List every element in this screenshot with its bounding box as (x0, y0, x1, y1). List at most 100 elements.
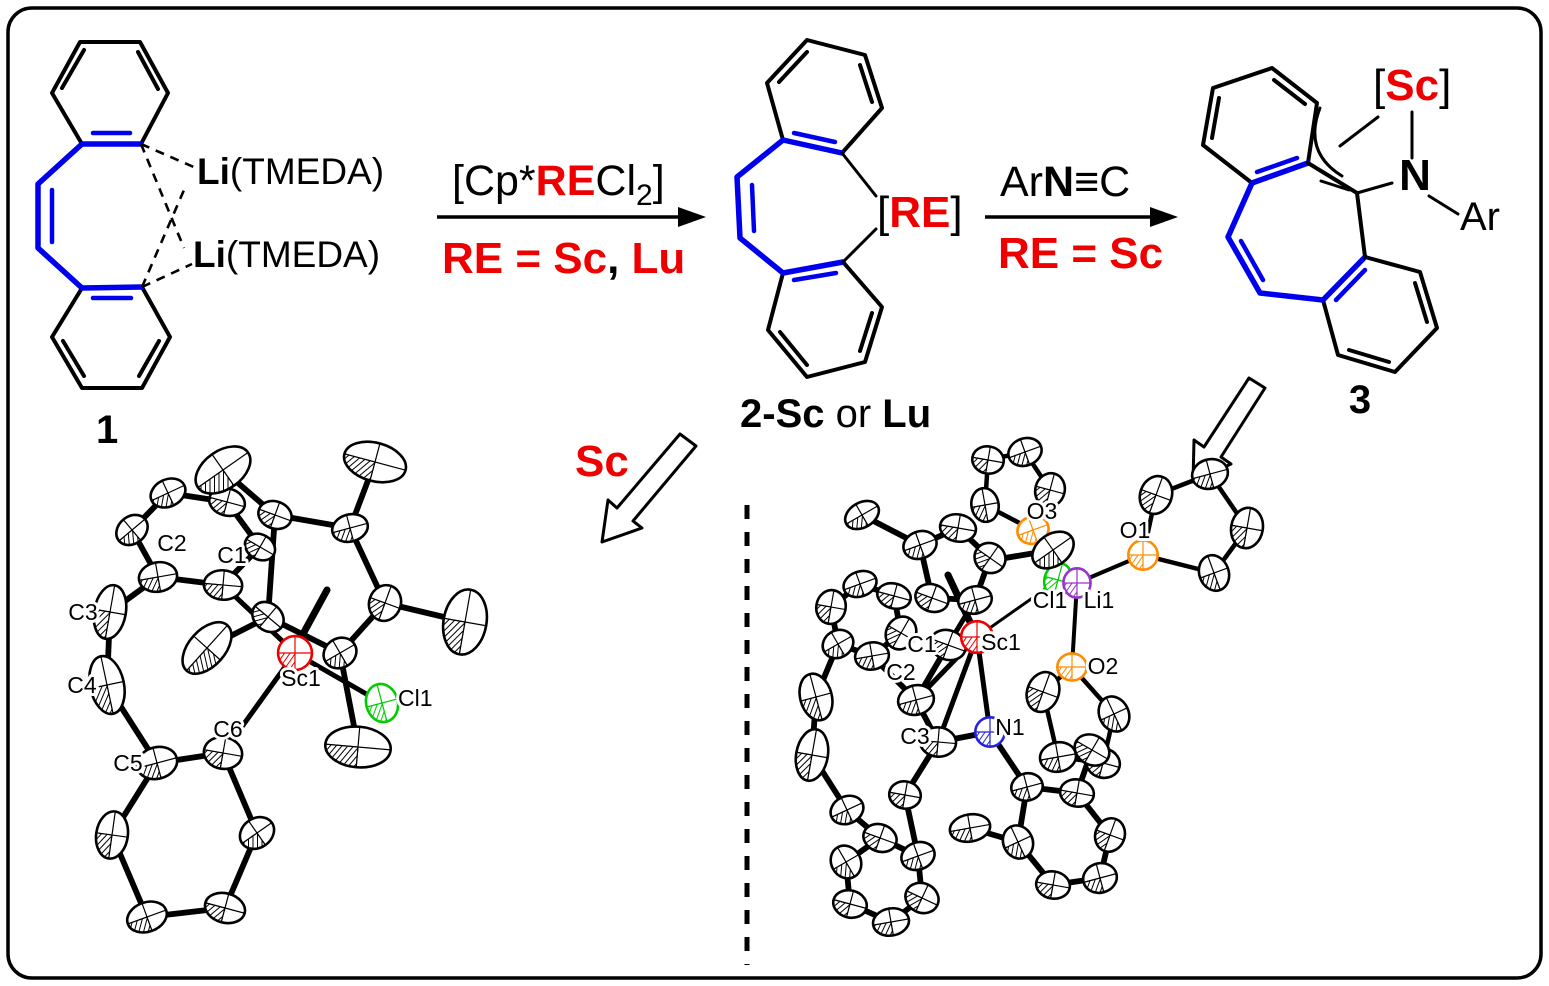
atom-ellipsoid (1138, 474, 1174, 516)
double-bond-inner (778, 330, 809, 367)
bond (877, 583, 911, 609)
blue-bridge (1225, 180, 1326, 303)
sc-interaction-line (1338, 115, 1380, 148)
blue-double-inner (1254, 155, 1300, 175)
re-bond (840, 151, 878, 198)
ortep-right-atoms (794, 436, 1265, 938)
c-n-bond (1355, 181, 1394, 195)
atom-ellipsoid (918, 725, 958, 759)
atom-ellipsoid (829, 794, 865, 826)
bond (278, 636, 312, 670)
bond (95, 832, 113, 860)
li-contact-dash (140, 142, 197, 170)
bond (901, 843, 935, 869)
bond (846, 503, 878, 527)
atom-ellipsoid (938, 512, 978, 544)
atom-ellipsoid (137, 560, 179, 594)
atom-ellipsoid (1038, 740, 1078, 774)
atom-label: Cl1 (1033, 587, 1068, 613)
bond (816, 590, 846, 624)
double-bond-inner (61, 339, 86, 378)
bond (332, 514, 368, 542)
atom-ellipsoid (900, 840, 936, 872)
bond (186, 624, 228, 672)
atom-label: C2 (886, 659, 915, 685)
compound-1-label: 1 (96, 408, 118, 452)
atom-ellipsoid (798, 672, 834, 722)
bond (96, 811, 128, 859)
atom-ellipsoid (794, 727, 830, 783)
ortep-right-labels: C1 C2 C3 N1 Sc1 Cl1 Li1 O1 O2 O3 (883, 495, 1153, 752)
bond (197, 452, 249, 488)
blue-double-inner (791, 130, 838, 145)
double-bond-inner (858, 63, 874, 104)
bond (1040, 742, 1076, 772)
atom-ellipsoid (342, 440, 408, 484)
ortep-left-labels: C2 C1 C3 C4 C5 C6 Sc1 Cl1 (64, 527, 435, 779)
bond (254, 605, 282, 629)
bond (971, 488, 999, 522)
atom-ellipsoid (959, 619, 995, 655)
bond (1063, 568, 1091, 598)
atom-ellipsoid (92, 583, 128, 641)
bond (245, 535, 275, 559)
blue-double-inner (1238, 238, 1266, 283)
bond (873, 908, 909, 936)
bond (127, 902, 167, 932)
ortep-left-atoms (88, 440, 489, 934)
bond (975, 717, 1005, 747)
bond (800, 696, 823, 721)
blue-bridge (734, 137, 786, 276)
bond (325, 726, 391, 768)
li-contact-dash (140, 189, 186, 288)
atom-ellipsoid (887, 780, 923, 810)
bond (949, 814, 991, 842)
bond (795, 751, 813, 782)
bond (1057, 653, 1087, 681)
atom-label: O3 (1027, 498, 1058, 524)
benzene-ring (766, 260, 884, 379)
re-bond (841, 227, 878, 264)
atom-ellipsoid (829, 844, 863, 880)
blue-bond (780, 137, 845, 156)
bond (1036, 871, 1070, 899)
hollow-arrow-left (600, 432, 698, 544)
atom-ellipsoid (257, 499, 293, 531)
atom-label: O2 (1088, 653, 1119, 679)
atom-ellipsoid (1025, 670, 1061, 714)
atom-ellipsoid (1197, 553, 1231, 593)
bond (1017, 517, 1049, 543)
atom-ellipsoid (1127, 539, 1159, 571)
atom-ellipsoid (1034, 870, 1072, 900)
bond (203, 737, 243, 769)
atom-ellipsoid (1031, 530, 1075, 570)
arrow-head (1150, 207, 1178, 227)
structure-1: Li(TMEDA) Li(TMEDA) 1 (35, 40, 384, 452)
atom-ellipsoid (238, 815, 276, 851)
bond (197, 469, 235, 495)
atom-ellipsoid (364, 682, 400, 724)
atom-ellipsoid (149, 477, 187, 509)
bond (138, 562, 178, 592)
atom-ellipsoid (853, 641, 891, 671)
bond (185, 647, 222, 675)
bond (203, 570, 243, 600)
atom-ellipsoid (948, 812, 992, 844)
bond (832, 847, 860, 877)
atom-ellipsoid (970, 486, 1000, 524)
bond (915, 585, 949, 611)
condition-below-arrow: RE = Sc, Lu (442, 234, 685, 283)
atom-ellipsoid (956, 584, 994, 616)
atom-ellipsoid (1016, 514, 1050, 546)
compound-3-label: 3 (1349, 378, 1371, 422)
bond (1008, 439, 1042, 465)
atom-ellipsoid (1007, 436, 1043, 468)
atom-ellipsoid (203, 891, 247, 925)
bond (960, 636, 978, 654)
bond (1076, 736, 1108, 764)
atom-label: Sc1 (281, 665, 321, 691)
atom-ellipsoid (1073, 733, 1111, 767)
atom-ellipsoid (324, 725, 392, 769)
atom-ellipsoid (441, 588, 489, 656)
bond (366, 684, 398, 722)
